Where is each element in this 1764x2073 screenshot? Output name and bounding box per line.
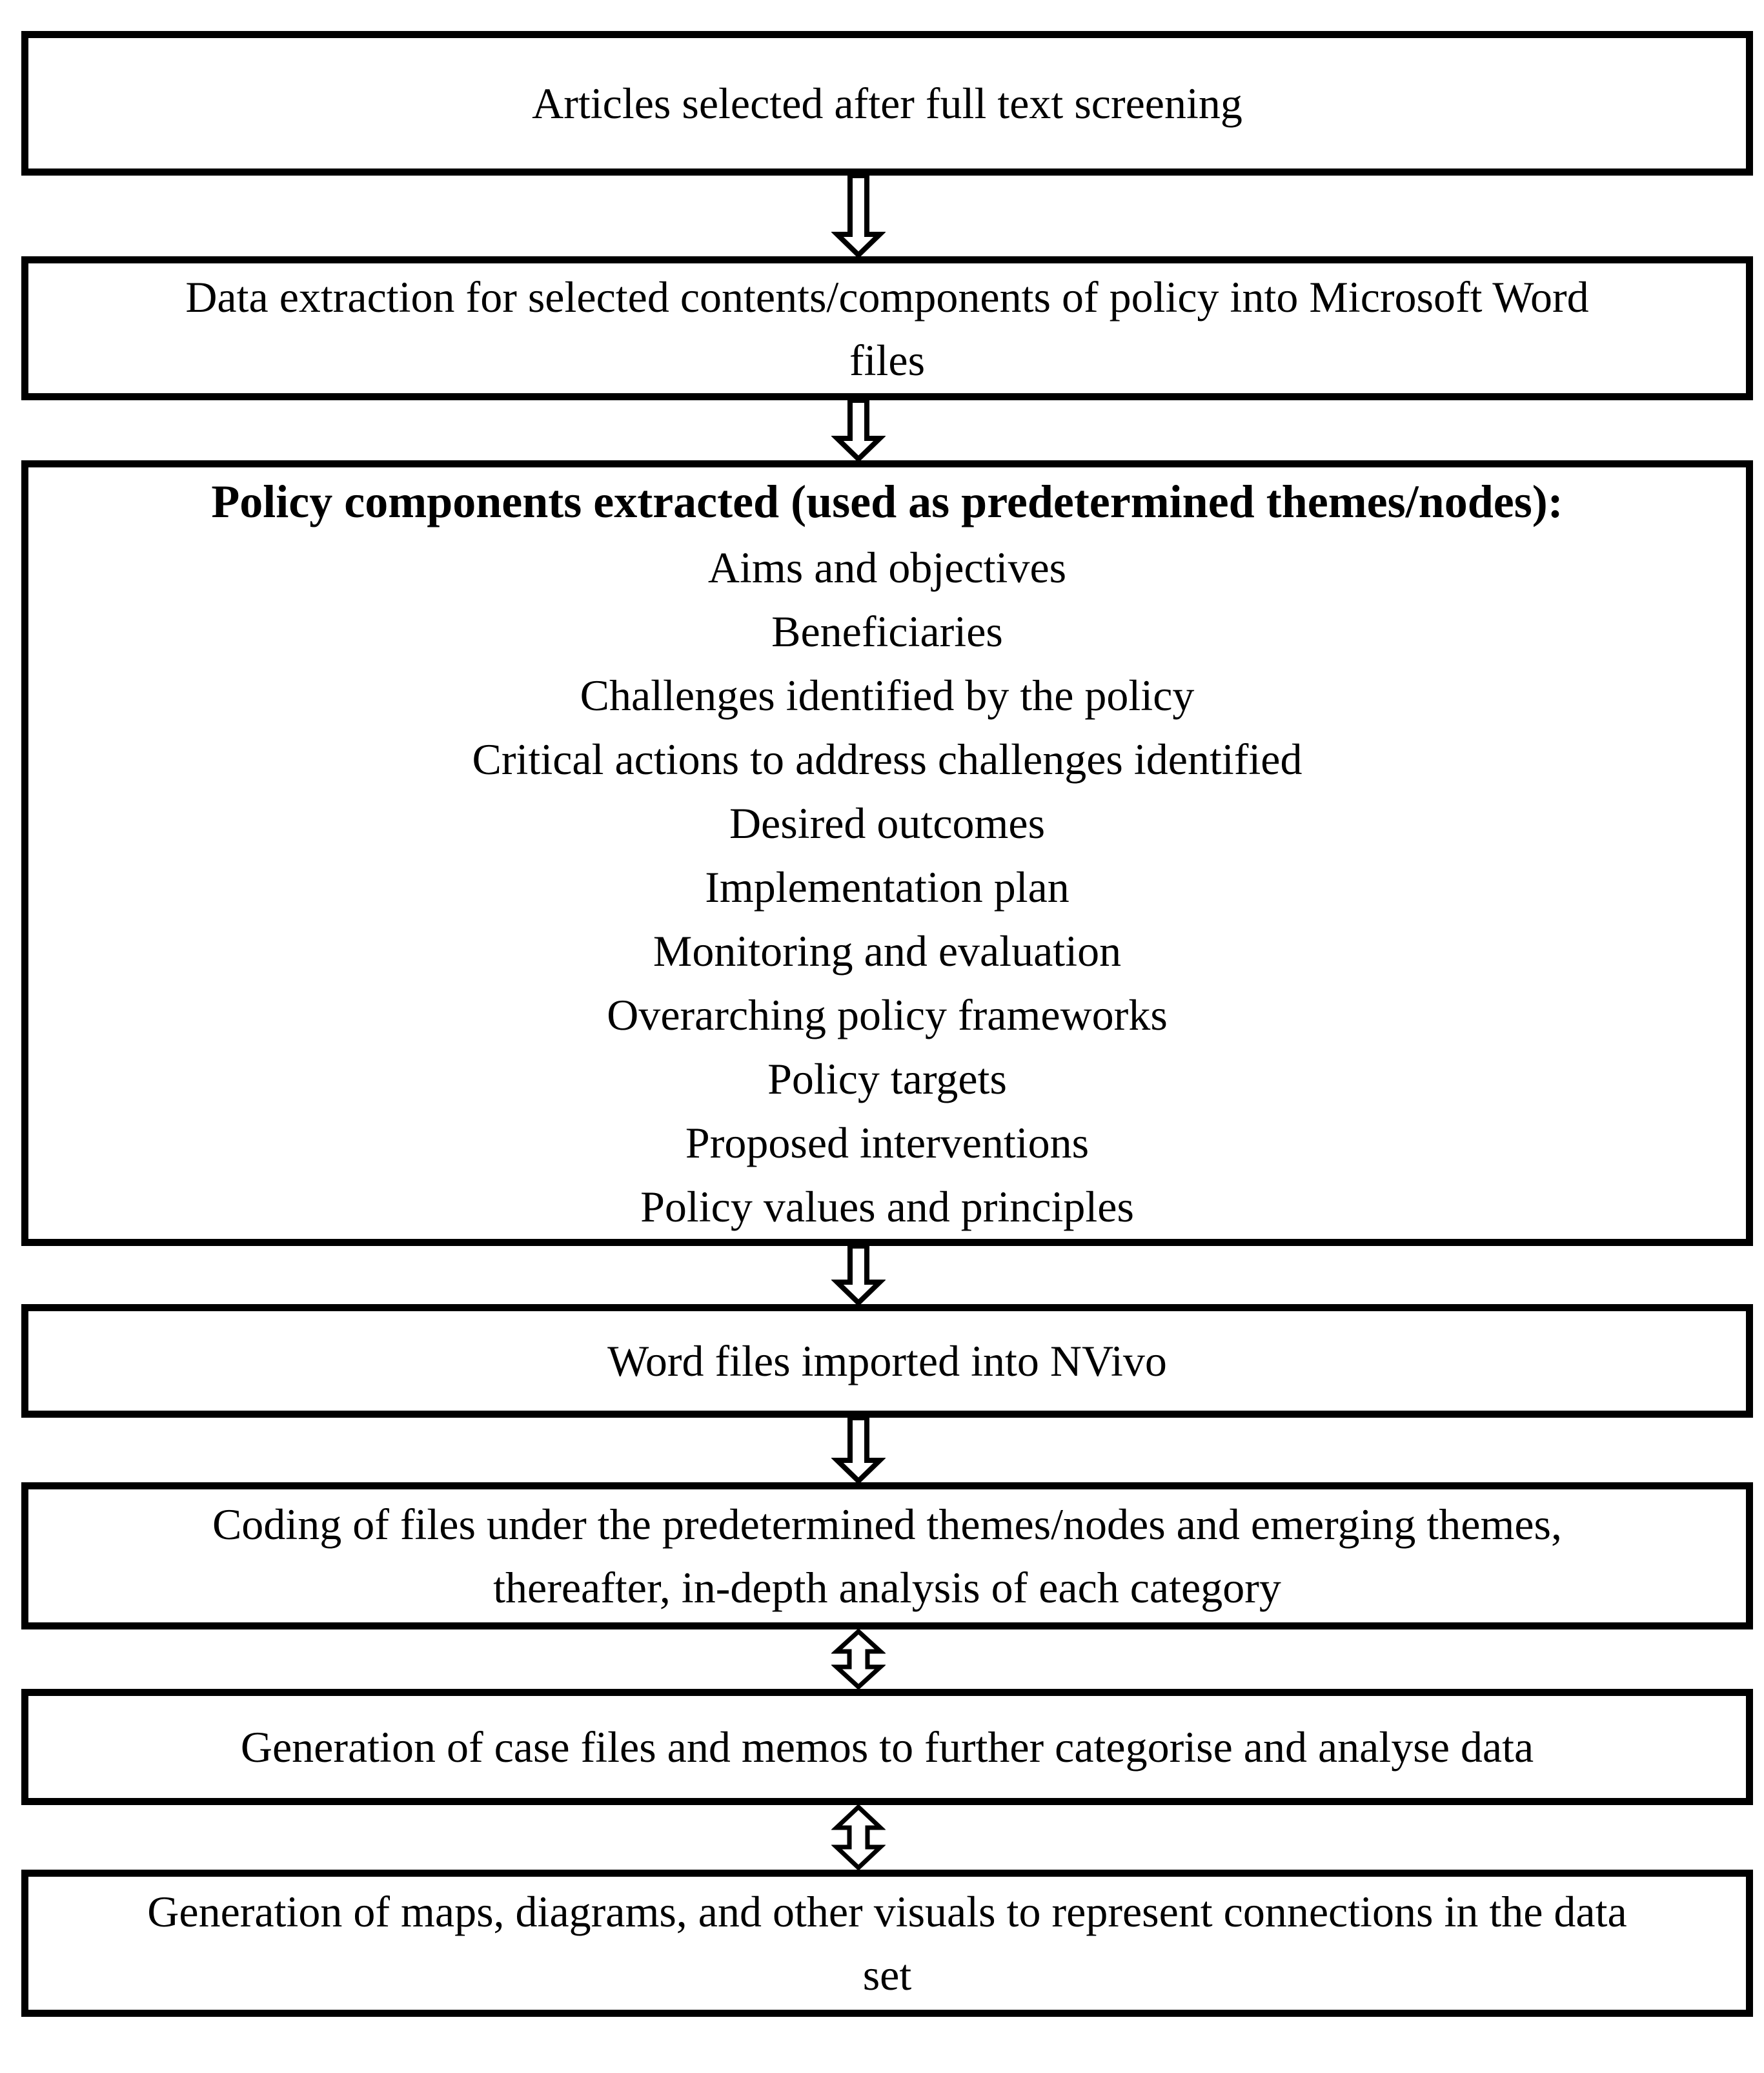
box-text-line: Word files imported into NVivo [607, 1336, 1167, 1385]
flowchart: Articles selected after full text screen… [0, 31, 1764, 2017]
policy-component-item: Desired outcomes [729, 798, 1046, 848]
down-arrow-icon [831, 1246, 886, 1304]
box-text-line: files [849, 335, 926, 385]
box-text-line: Articles selected after full text screen… [532, 79, 1242, 128]
connector-down-4 [0, 1418, 1764, 1482]
policy-component-item: Policy values and principles [640, 1181, 1134, 1231]
connector-down-3 [0, 1246, 1764, 1304]
flow-box-maps-visuals: Generation of maps, diagrams, and other … [21, 1870, 1753, 2017]
policy-component-item: Beneficiaries [771, 606, 1003, 656]
policy-component-item: Monitoring and evaluation [653, 926, 1122, 975]
connector-both-5 [0, 1629, 1764, 1689]
down-arrow-icon [831, 176, 886, 256]
policy-component-item: Challenges identified by the policy [580, 670, 1195, 720]
flow-box-word-files: Word files imported into NVivo [21, 1304, 1753, 1418]
flow-box-data-extraction: Data extraction for selected contents/co… [21, 256, 1753, 400]
connector-down-1 [0, 176, 1764, 256]
flow-box-policy-components: Policy components extracted (used as pre… [21, 460, 1753, 1246]
double-arrow-icon [831, 1629, 886, 1689]
policy-component-item: Proposed interventions [685, 1118, 1090, 1167]
connector-both-6 [0, 1805, 1764, 1870]
flow-box-articles: Articles selected after full text screen… [21, 31, 1753, 176]
box-text-line: Coding of files under the predetermined … [212, 1500, 1563, 1549]
connector-down-2 [0, 400, 1764, 460]
box-text-line: Generation of case files and memos to fu… [240, 1722, 1534, 1772]
policy-component-item: Overarching policy frameworks [607, 990, 1168, 1039]
policy-component-item: Implementation plan [705, 862, 1070, 912]
flow-box-coding: Coding of files under the predetermined … [21, 1482, 1753, 1629]
box-text-line: Data extraction for selected contents/co… [185, 272, 1589, 322]
double-arrow-icon [831, 1805, 886, 1870]
policy-components-header: Policy components extracted (used as pre… [211, 475, 1563, 527]
box-text-line: set [862, 1950, 912, 1999]
down-arrow-icon [831, 1418, 886, 1482]
policy-component-item: Critical actions to address challenges i… [472, 734, 1303, 784]
policy-component-item: Aims and objectives [707, 542, 1067, 592]
box-text-line: thereafter, in-depth analysis of each ca… [493, 1563, 1281, 1612]
box-text-line: Generation of maps, diagrams, and other … [147, 1887, 1627, 1936]
flow-box-case-files-memos: Generation of case files and memos to fu… [21, 1689, 1753, 1805]
down-arrow-icon [831, 400, 886, 460]
policy-component-item: Policy targets [767, 1054, 1007, 1103]
